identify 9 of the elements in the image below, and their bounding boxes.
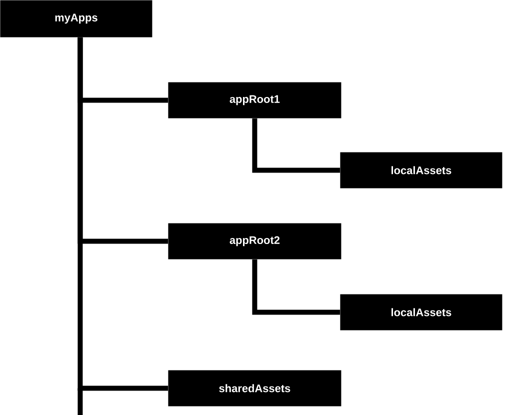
folder-box: appRoot1 [168, 82, 342, 118]
tree-connector [252, 118, 340, 173]
folder-box: localAssets [340, 152, 502, 188]
folder-box: sharedAssets [168, 370, 342, 406]
folder-box: myApps [0, 0, 152, 38]
folder-box: appRoot2 [168, 223, 342, 260]
tree-connector [252, 259, 340, 315]
folder-box: localAssets [340, 294, 502, 330]
tree-connector [78, 37, 168, 391]
